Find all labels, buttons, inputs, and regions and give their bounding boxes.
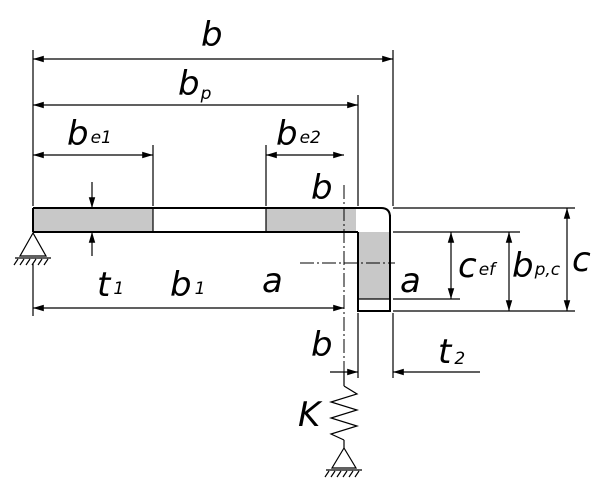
spring-support — [324, 372, 362, 478]
label-bp: bp — [178, 64, 212, 104]
spring-hatch — [324, 470, 360, 478]
label-axis-a-left: a — [262, 261, 283, 301]
pin-support — [13, 231, 51, 266]
dimension-lines — [33, 55, 571, 376]
flange-plate — [32, 207, 391, 233]
effective-width-be1 — [33, 208, 153, 232]
extension-lines — [32, 50, 575, 378]
spring-support-triangle — [330, 446, 358, 469]
effective-lip-cef — [358, 232, 390, 299]
label-bpc: bp,c — [512, 246, 561, 286]
effective-width-be2 — [266, 208, 356, 232]
label-section-b-bottom: b — [311, 325, 333, 365]
label-axis-a-right: a — [400, 261, 421, 301]
support-hatch — [13, 258, 49, 266]
label-K: K — [298, 395, 323, 435]
spring-coil — [328, 385, 360, 441]
label-section-b-top: b — [311, 168, 333, 208]
support-triangle — [18, 231, 48, 257]
label-b: b — [201, 15, 223, 55]
label-c: c — [572, 240, 591, 280]
